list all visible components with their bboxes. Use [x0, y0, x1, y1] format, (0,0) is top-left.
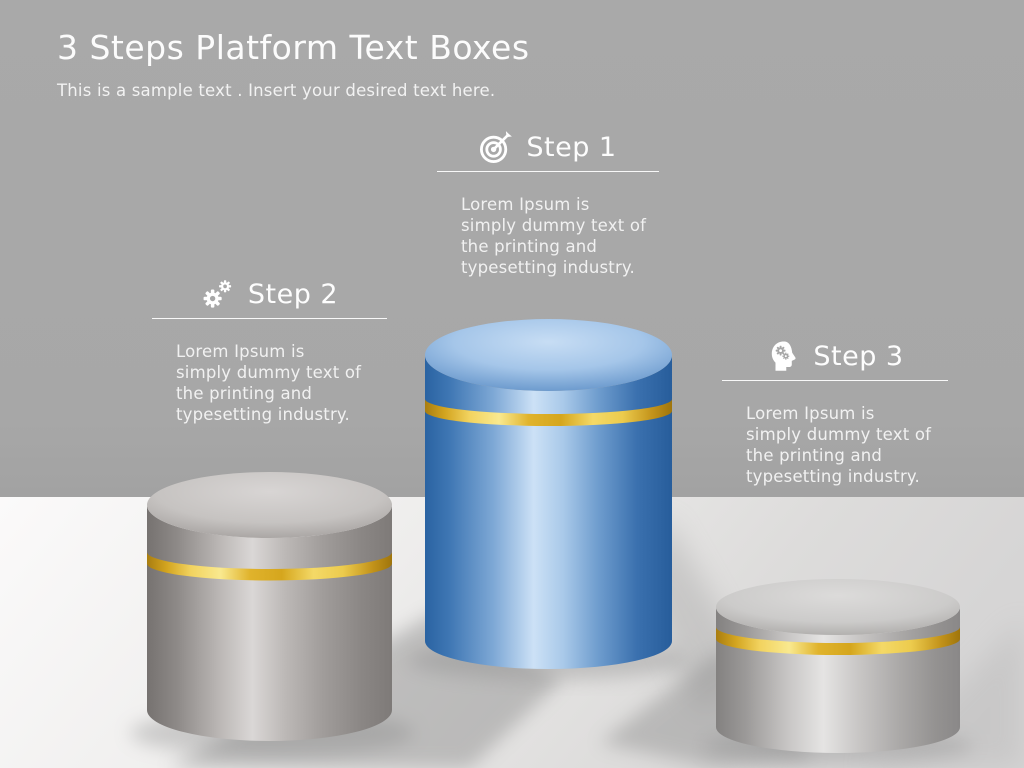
step-3-textbox: Step 3 Lorem Ipsum is simply dummy text … [722, 333, 948, 487]
gears-icon [203, 280, 231, 308]
step-1-header: Step 1 [437, 124, 659, 170]
cylinder-top [147, 472, 392, 538]
cylinder-top [425, 319, 672, 391]
step-2-description: Lorem Ipsum is simply dummy text of the … [176, 342, 362, 424]
step-2-label: Step 2 [247, 278, 339, 310]
platform-cylinder-step2 [147, 472, 392, 741]
cylinder-top [716, 579, 960, 635]
step-2-textbox: Step 2 Lorem Ipsum is simply dummy text … [152, 271, 387, 425]
head-gears-icon [772, 341, 796, 371]
step-3-description: Lorem Ipsum is simply dummy text of the … [746, 404, 932, 486]
step-3-header: Step 3 [722, 333, 948, 379]
step-1-label: Step 1 [526, 131, 617, 163]
gold-band [425, 399, 672, 427]
step-3-label: Step 3 [813, 340, 904, 372]
step-2-divider [152, 318, 387, 319]
step-3-divider [722, 380, 948, 381]
slide-subtitle: This is a sample text . Insert your desi… [57, 81, 496, 100]
step-1-divider [437, 171, 659, 172]
platform-cylinder-step1 [425, 319, 672, 670]
platform-cylinder-step3 [716, 579, 960, 753]
gold-band [716, 627, 960, 655]
title-block: 3 Steps Platform Text Boxes This is a sa… [57, 28, 757, 100]
step-1-description: Lorem Ipsum is simply dummy text of the … [461, 195, 647, 277]
step-1-textbox: Step 1 Lorem Ipsum is simply dummy text … [437, 124, 659, 278]
target-arrow-icon [480, 131, 513, 164]
gold-band [147, 552, 392, 581]
step-2-header: Step 2 [152, 271, 387, 317]
slide-title: 3 Steps Platform Text Boxes [57, 28, 530, 67]
